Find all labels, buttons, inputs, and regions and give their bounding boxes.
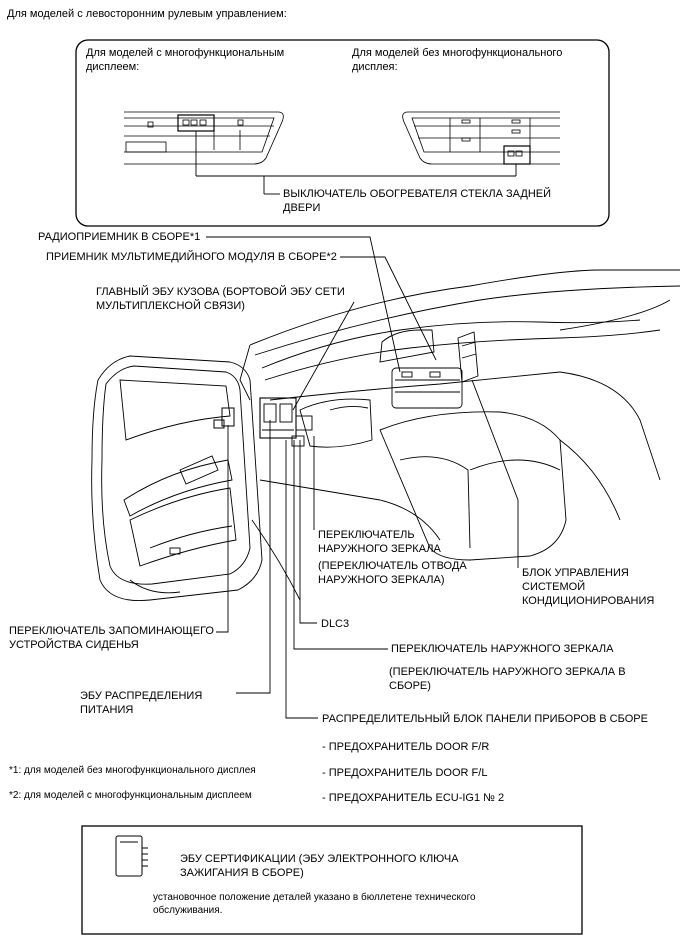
main-body-ecu-label: ГЛАВНЫЙ ЭБУ КУЗОВА (БОРТОВОЙ ЭБУ СЕТИ МУ… bbox=[96, 286, 345, 312]
inset-left-caption: Для моделей с многофункциональным диспле… bbox=[86, 47, 285, 73]
ac-control-label: БЛОК УПРАВЛЕНИЯ СИСТЕМОЙ КОНДИЦИОНИРОВАН… bbox=[522, 567, 655, 607]
cert-ecu-icon bbox=[115, 835, 148, 877]
leader-lines bbox=[206, 236, 519, 719]
fuse-door-fr: - ПРЕДОХРАНИТЕЛЬ DOOR F/R bbox=[322, 741, 490, 753]
footnote-1: *1: для моделей без многофункционального… bbox=[9, 765, 256, 776]
inset-right-caption: Для моделей без многофункционального дис… bbox=[352, 47, 563, 73]
left-switch-panel bbox=[124, 111, 284, 165]
rear-defogger-switch-label: ВЫКЛЮЧАТЕЛЬ ОБОГРЕВАТЕЛЯ СТЕКЛА ЗАДНЕЙ Д… bbox=[283, 188, 552, 214]
outer-mirror-retract-label: (ПЕРЕКЛЮЧАТЕЛЬ ОТВОДА НАРУЖНОГО ЗЕРКАЛА) bbox=[318, 560, 467, 586]
outer-mirror-assy-label: (ПЕРЕКЛЮЧАТЕЛЬ НАРУЖНОГО ЗЕРКАЛА В СБОРЕ… bbox=[389, 666, 626, 692]
multimedia-receiver-label: ПРИЕМНИК МУЛЬТИМЕДИЙНОГО МОДУЛЯ В СБОРЕ*… bbox=[46, 251, 337, 263]
inset-leaders bbox=[195, 131, 517, 195]
radio-receiver-label: РАДИОПРИЕМНИК В СБОРЕ*1 bbox=[38, 231, 201, 243]
fuse-door-fl: - ПРЕДОХРАНИТЕЛЬ DOOR F/L bbox=[322, 767, 488, 779]
inset-frame bbox=[75, 39, 610, 227]
cert-ecu-label: ЭБУ СЕРТИФИКАЦИИ (ЭБУ ЭЛЕКТРОННОГО КЛЮЧА… bbox=[180, 853, 459, 879]
front-door bbox=[91, 355, 263, 602]
seat-memory-switch-label: ПЕРЕКЛЮЧАТЕЛЬ ЗАПОМИНАЮЩЕГО УСТРОЙСТВА С… bbox=[9, 625, 214, 651]
footnote-2: *2: для моделей с многофункциональным ди… bbox=[9, 790, 252, 801]
power-dist-ecu-label: ЭБУ РАСПРЕДЕЛЕНИЯ ПИТАНИЯ bbox=[80, 690, 203, 716]
car-interior bbox=[239, 269, 681, 601]
bottom-frame bbox=[81, 825, 583, 935]
cert-ecu-note: установочное положение деталей указано в… bbox=[153, 892, 476, 916]
outer-mirror-switch-label: ПЕРЕКЛЮЧАТЕЛЬ НАРУЖНОГО ЗЕРКАЛА bbox=[318, 529, 441, 555]
header-text: Для моделей с левосторонним рулевым упра… bbox=[7, 8, 287, 20]
fuse-ecu-ig1: - ПРЕДОХРАНИТЕЛЬ ECU-IG1 № 2 bbox=[322, 792, 505, 804]
right-switch-panel bbox=[402, 111, 560, 165]
outer-mirror-switch-2-label: ПЕРЕКЛЮЧАТЕЛЬ НАРУЖНОГО ЗЕРКАЛА bbox=[391, 643, 614, 655]
junction-block-label: РАСПРЕДЕЛИТЕЛЬНЫЙ БЛОК ПАНЕЛИ ПРИБОРОВ В… bbox=[322, 713, 648, 725]
dlc3-label: DLC3 bbox=[321, 618, 350, 630]
